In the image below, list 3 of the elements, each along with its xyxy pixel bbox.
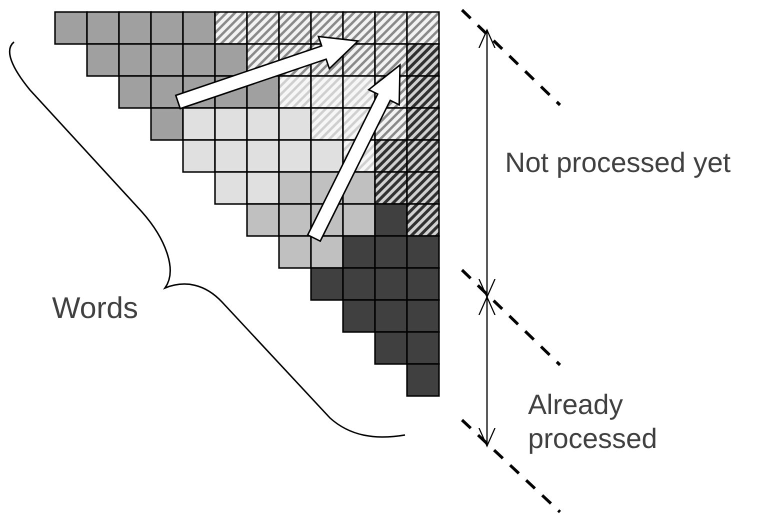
brace-label: Words xyxy=(52,292,140,326)
range-label: Already processed xyxy=(528,388,658,456)
range-label: Not processed yet xyxy=(505,146,732,180)
